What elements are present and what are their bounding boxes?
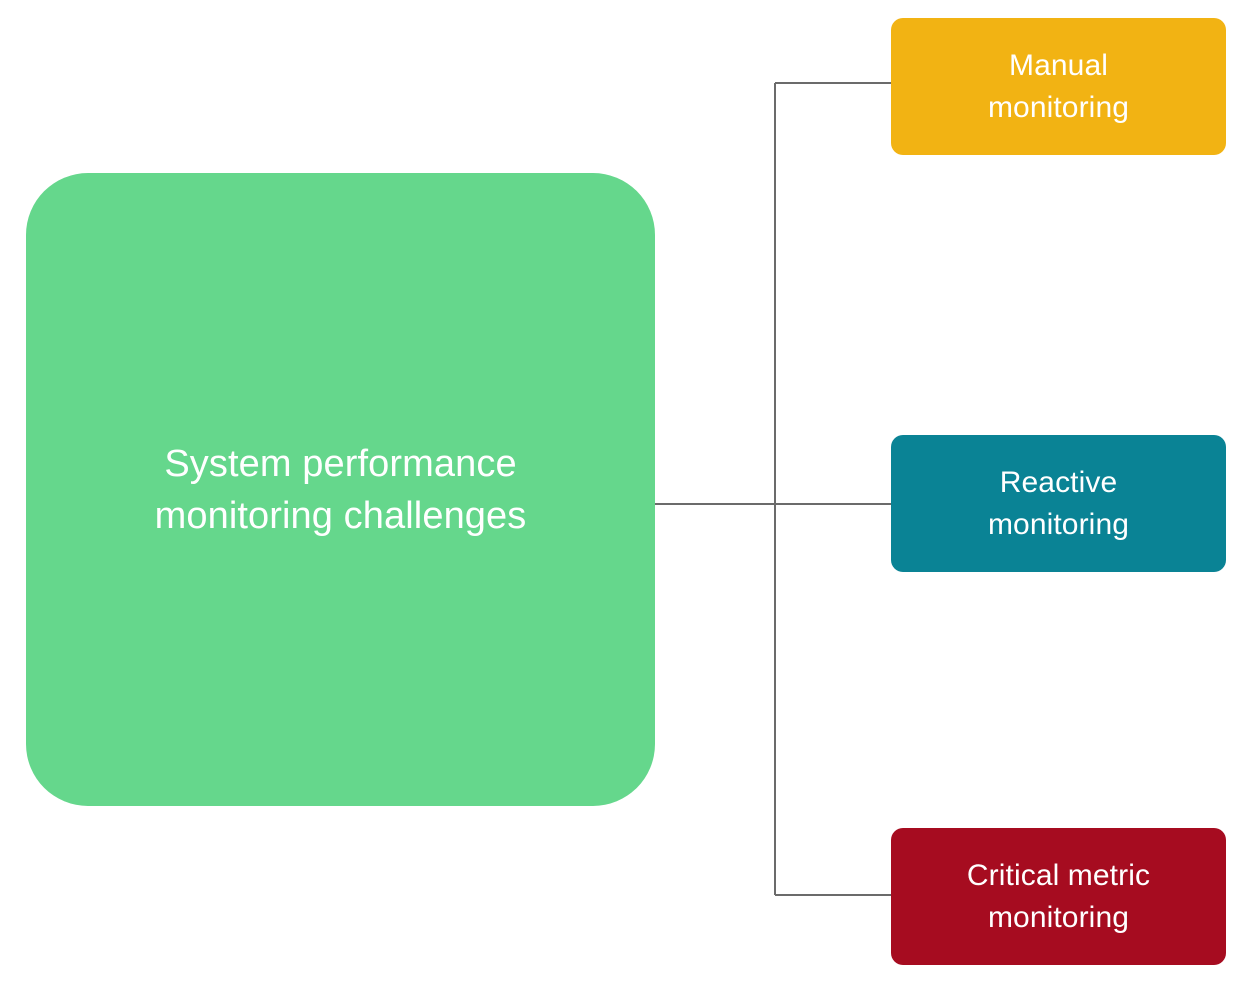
node-system-performance-monitoring-challenges[interactable]: System performance monitoring challenges [26,173,655,806]
node-manual-monitoring-label: Manual monitoring [987,48,1130,124]
node-reactive-monitoring[interactable]: Reactive monitoring [891,435,1226,572]
connector-group [655,82,891,896]
node-manual-monitoring[interactable]: Manual monitoring [891,18,1226,155]
node-critical-metric-monitoring[interactable]: Critical metric monitoring [891,828,1226,965]
node-root-label: System performance monitoring challenges [154,442,527,537]
node-critical-metric-monitoring-label: Critical metric monitoring [966,858,1151,934]
node-reactive-monitoring-label: Reactive monitoring [987,465,1130,541]
